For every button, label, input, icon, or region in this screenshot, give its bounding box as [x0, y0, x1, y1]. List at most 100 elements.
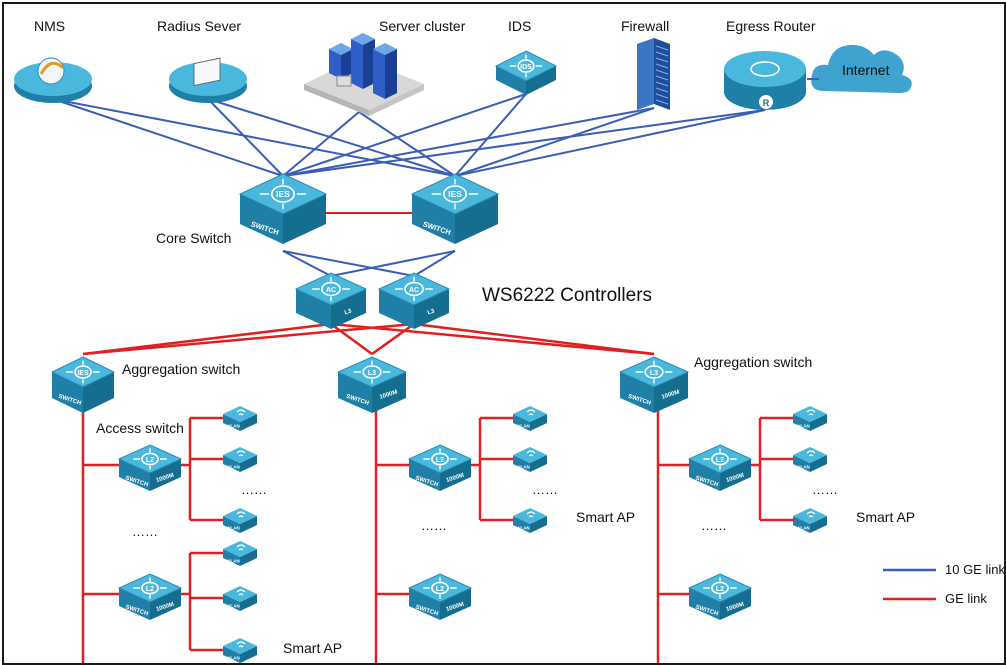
link-10ge-top3-core-left — [282, 93, 527, 177]
link-10ge-top1-core-right — [207, 98, 456, 177]
ellipsis-ap-right: …… — [812, 482, 838, 497]
link-10ge-top5-core-right — [454, 109, 766, 177]
link-ge-ac1-agg2 — [413, 322, 655, 356]
link-10ge-top4-core-left — [282, 107, 655, 177]
smart-ap-label-left: Smart AP — [283, 640, 342, 656]
link-10ge-coreR-acL — [330, 250, 456, 277]
internet-cloud-icon — [807, 45, 912, 93]
radius-server-device — [169, 57, 247, 103]
server-cluster-label: Server cluster — [379, 18, 466, 34]
firewall-device — [637, 38, 670, 110]
link-10ge-coreL-acL — [282, 250, 332, 277]
tree-middle-access0-ap1-wlan-text: WLAN — [516, 464, 530, 469]
nms-device — [14, 57, 92, 103]
tree-middle-access0-ap0: WLAN — [513, 406, 547, 431]
tree-right-access-switch0-speed-text: 1000M — [726, 473, 745, 484]
ids-device-mark: IDS — [520, 64, 532, 71]
link-ge-ac0-agg2 — [330, 322, 655, 356]
aggregation-switch-left-label: Aggregation switch — [122, 361, 240, 377]
tree-left-access0-ap2: WLAN — [223, 508, 257, 533]
link-ge-ac1-agg1 — [371, 322, 415, 356]
link-ge-ac0-agg1 — [330, 322, 373, 356]
tree-right-access0-ap1: WLAN — [793, 447, 827, 472]
server-cluster-device — [304, 33, 424, 116]
tree-middle-access-switch1-mark: L2 — [436, 586, 444, 593]
aggregation-switch-middle-mark: L3 — [368, 370, 376, 377]
tree-left-access0-ap1-wlan-text: WLAN — [226, 464, 240, 469]
ellipsis-access-right: …… — [701, 518, 727, 533]
access-switch-label: Access switch — [96, 420, 184, 436]
ellipsis-ap-left: …… — [241, 482, 267, 497]
core-switch-left-mark: IES — [276, 189, 290, 199]
tree-middle-access-switch1-speed-text: 1000M — [446, 602, 465, 613]
aggregation-switch-left-mark: IES — [77, 370, 89, 377]
tree-right-access-switch1-mark: L2 — [716, 586, 724, 593]
tree-middle-access-switch0-speed-text: 1000M — [446, 473, 465, 484]
tree-middle-access0-ap1: WLAN — [513, 447, 547, 472]
tree-right-access0-ap2: WLAN — [793, 508, 827, 533]
tree-left-access0-ap0-wlan-text: WLAN — [226, 423, 240, 428]
ellipsis-access-mid: …… — [421, 518, 447, 533]
egress-router-mark: R — [763, 98, 770, 108]
link-10ge-top4-core-right — [454, 107, 655, 177]
controller-left-mark: AC — [326, 287, 336, 294]
link-10ge-top3-core-right — [454, 93, 527, 177]
tree-left-access0-ap1: WLAN — [223, 447, 257, 472]
diagram-canvas: IDSRIESSWITCHIESSWITCHACL3ACL3IESSWITCHL… — [14, 18, 1004, 663]
links-layer — [52, 93, 794, 663]
egress-router-device: R — [724, 51, 806, 110]
link-10ge-coreL-acR — [282, 250, 415, 277]
tree-left-access-switch0-mark: L2 — [146, 457, 154, 464]
tree-right-access0-ap0: WLAN — [793, 406, 827, 431]
tree-left-access1-ap1: WLAN — [223, 586, 257, 611]
tree-middle-access-switch0-mark: L2 — [436, 457, 444, 464]
controller-right-speed-text: L3 — [427, 308, 436, 316]
aggregation-switch-right-speed-text: 1000M — [661, 389, 680, 400]
tree-left-access-switch1-speed-text: 1000M — [156, 602, 175, 613]
tree-left-access0-ap2-wlan-text: WLAN — [226, 525, 240, 530]
tree-left-access-switch1-mark: L2 — [146, 586, 154, 593]
nms-label: NMS — [34, 18, 65, 34]
aggregation-switch-right-label: Aggregation switch — [694, 354, 812, 370]
ellipsis-ap-mid: …… — [532, 482, 558, 497]
tree-left-access-switch0-speed-text: 1000M — [156, 473, 175, 484]
tree-middle-access0-ap0-wlan-text: WLAN — [516, 423, 530, 428]
tree-left-access1-ap2: WLAN — [223, 638, 257, 663]
aggregation-switch-middle-speed-text: 1000M — [379, 389, 398, 400]
firewall-label: Firewall — [621, 18, 669, 34]
tree-left-access0-ap0: WLAN — [223, 406, 257, 431]
link-10ge-top2-core-left — [282, 111, 360, 177]
controller-left: AC L3 — [294, 272, 368, 329]
link-10ge-coreR-acR — [413, 250, 456, 277]
tree-right-access-switch1-speed-text: 1000M — [726, 602, 745, 613]
link-10ge-top5-core-left — [282, 109, 766, 177]
link-10ge-top1-core-left — [207, 98, 284, 177]
tree-middle-access0-ap2-wlan-text: WLAN — [516, 525, 530, 530]
tree-right-access0-ap1-wlan-text: WLAN — [796, 464, 810, 469]
tree-right-access0-ap0-wlan-text: WLAN — [796, 423, 810, 428]
devices-layer: IDSRIESSWITCHIESSWITCHACL3ACL3IESSWITCHL… — [14, 33, 912, 663]
link-ge-ac1-agg0 — [82, 322, 415, 356]
link-10ge-top0-core-left — [52, 98, 284, 177]
smart-ap-label-mid: Smart AP — [576, 509, 635, 525]
smart-ap-label-right: Smart AP — [856, 509, 915, 525]
ids-device: IDS — [494, 50, 558, 95]
legend-10ge-label: 10 GE link — [945, 562, 1004, 577]
core-switch-right-mark: IES — [448, 189, 462, 199]
aggregation-switch-right-mark: L3 — [650, 370, 658, 377]
link-10ge-top0-core-right — [52, 98, 456, 177]
labels-layer: NMS Radius Sever Server cluster IDS Fire… — [34, 18, 915, 656]
controller-left-speed-text: L3 — [344, 308, 353, 316]
tree-middle-access0-ap2: WLAN — [513, 508, 547, 533]
